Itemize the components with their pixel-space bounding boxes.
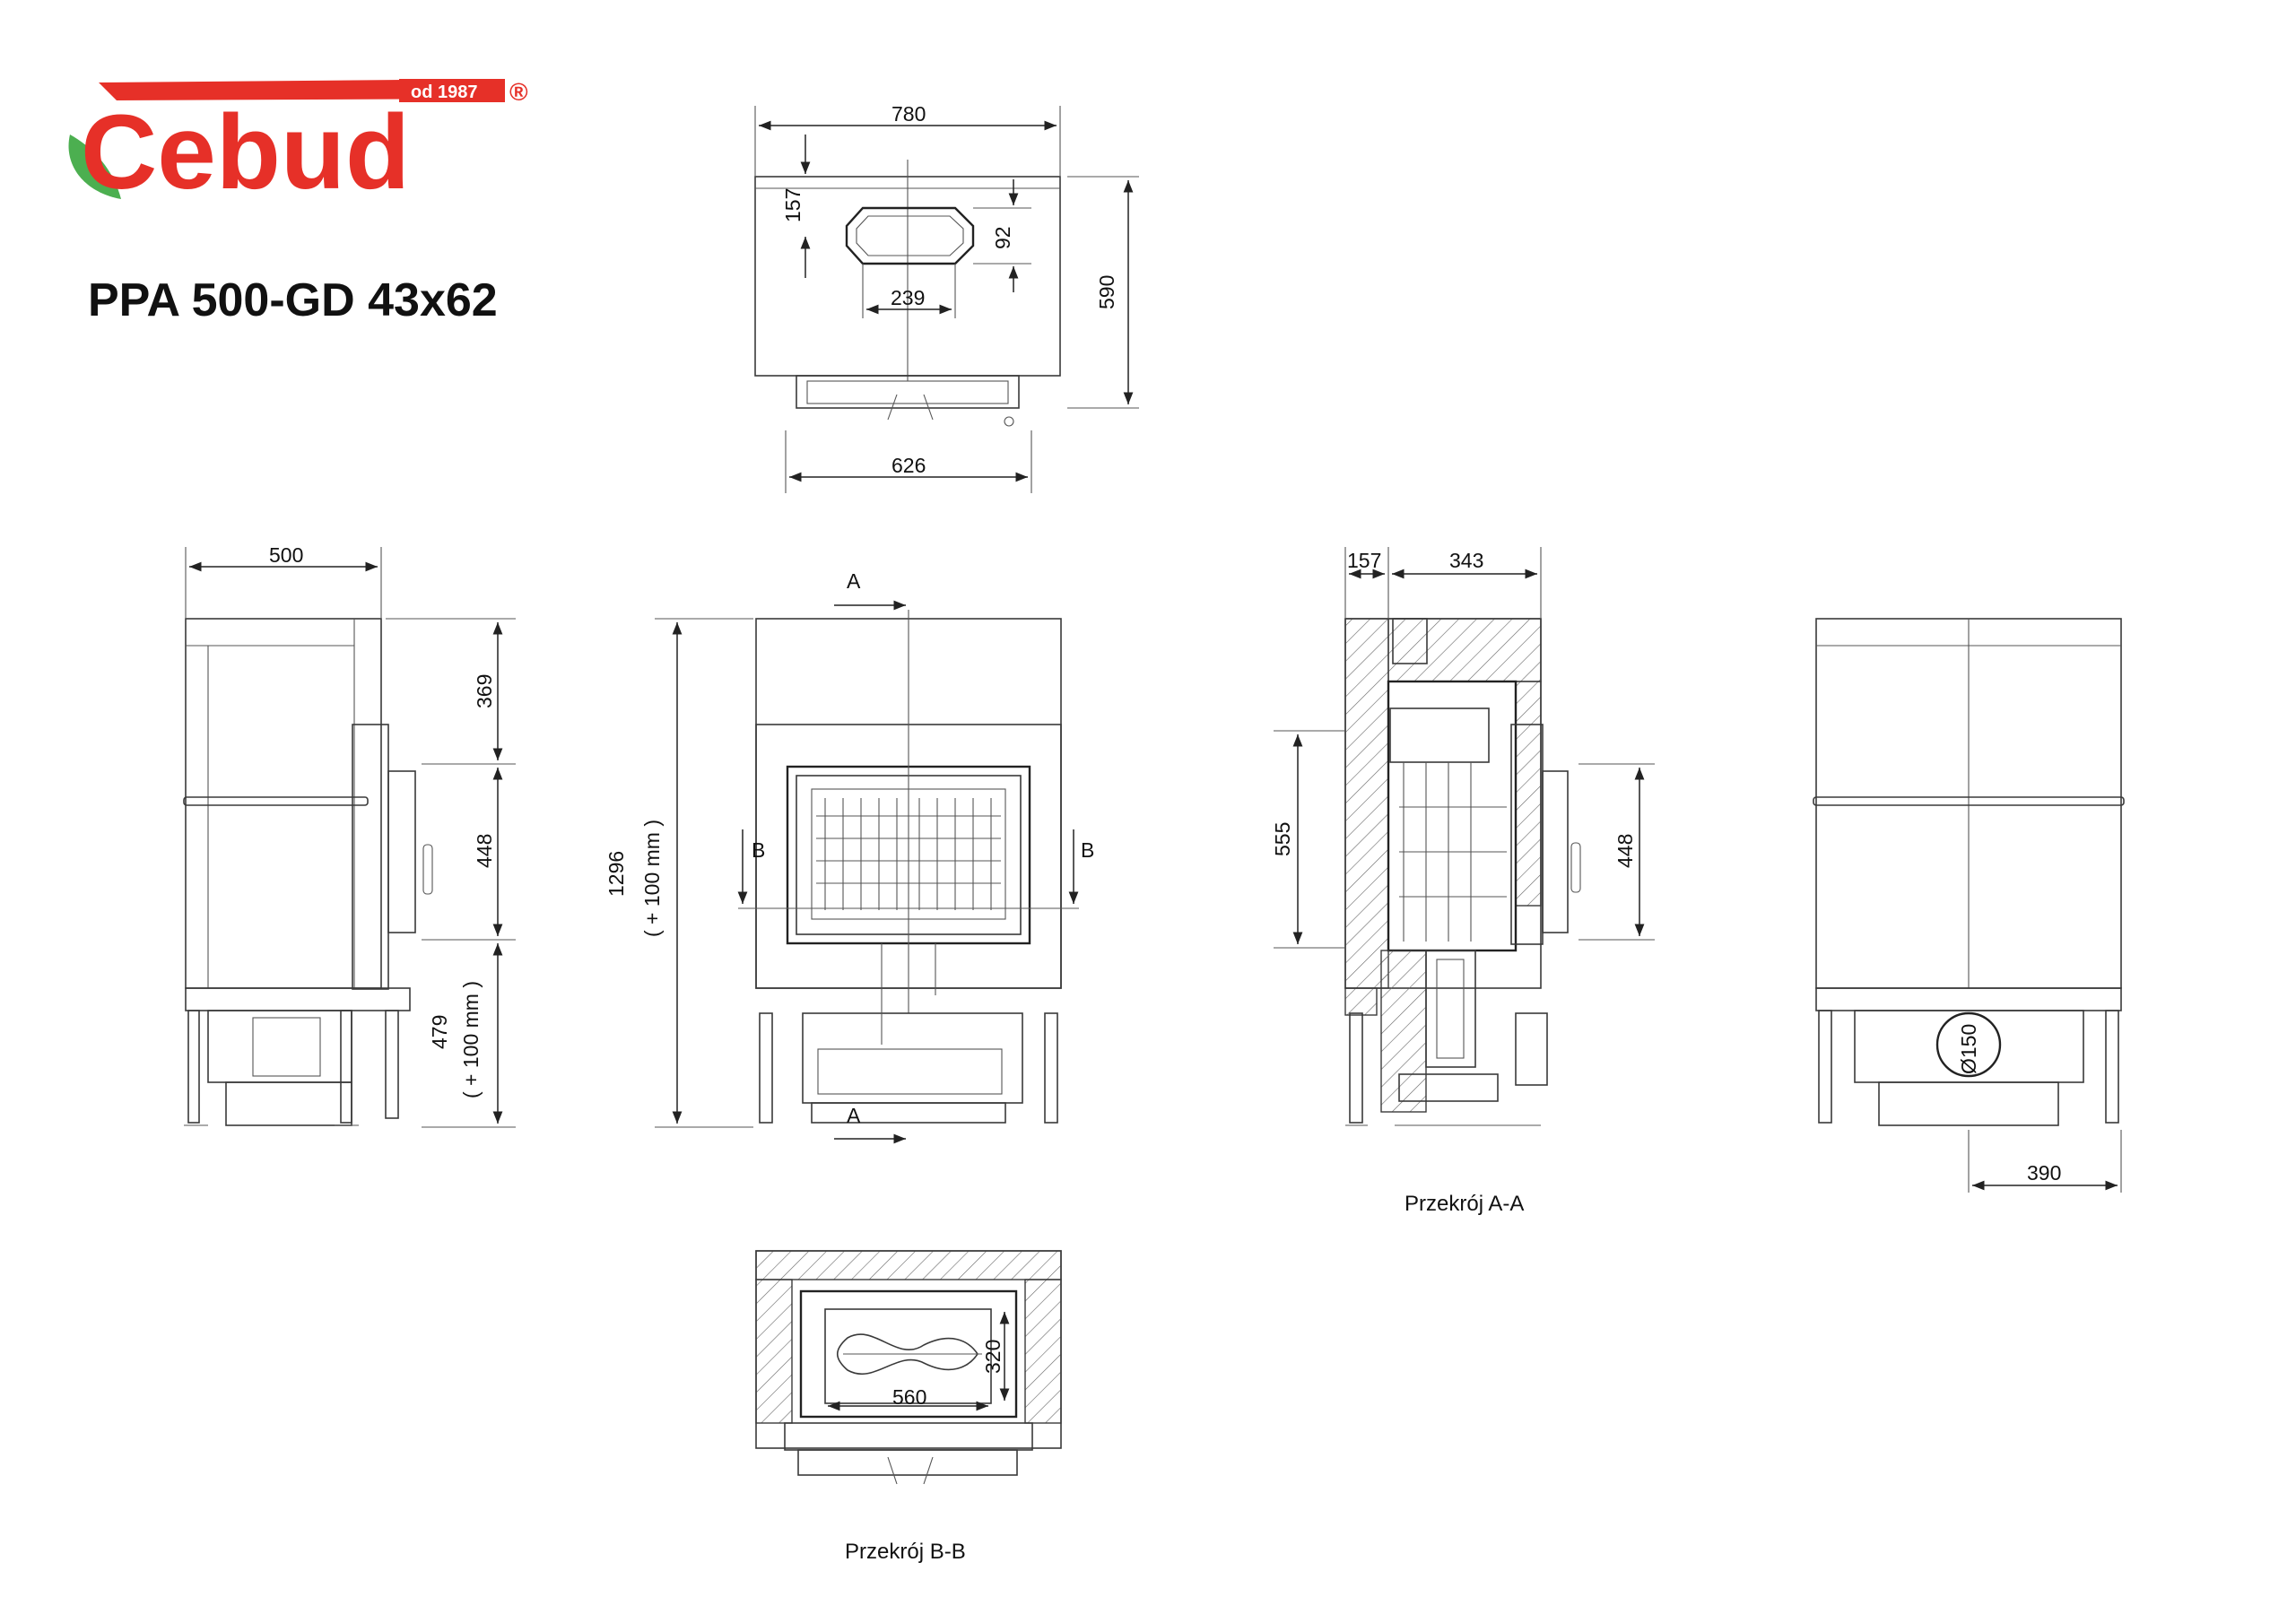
brand-logo: od 1987 ® Cebud <box>68 78 528 212</box>
dim-top-base: 626 <box>891 454 926 477</box>
dim-top-width: 780 <box>891 102 926 126</box>
since-badge <box>399 79 505 102</box>
dim-top-outlet-offset: 157 <box>781 188 804 222</box>
rear-view: Ø150 390 <box>1813 618 2125 1193</box>
section-mark-b-right: B <box>1081 838 1094 862</box>
dim-side-door: 448 <box>473 834 496 868</box>
dim-section-height: 555 <box>1271 822 1294 856</box>
leaf-icon <box>68 135 121 199</box>
section-mark-b-left: B <box>752 838 765 862</box>
dim-side-upper: 369 <box>473 674 496 708</box>
dim-front-height-note: ( + 100 mm ) <box>640 820 664 937</box>
section-mark-a-top: A <box>847 569 861 593</box>
dim-side-width: 500 <box>269 543 303 567</box>
dim-rear-flue: Ø150 <box>1957 1024 1980 1074</box>
dim-side-lower: 479 <box>428 1015 451 1049</box>
section-mark-a-bottom: A <box>847 1104 861 1127</box>
caption-section-aa: Przekrój A-A <box>1405 1192 1524 1216</box>
top-view: 780 590 626 157 92 239 <box>754 102 1139 493</box>
dim-section-door: 448 <box>1613 834 1637 868</box>
dim-top-depth: 590 <box>1095 275 1118 309</box>
dim-bb-width: 560 <box>892 1385 926 1409</box>
dim-rear-width: 390 <box>2027 1161 2061 1185</box>
brand-name: Cebud <box>81 93 410 212</box>
dim-section-depth: 343 <box>1449 549 1483 572</box>
section-aa-view: 157 343 555 448 Przekrój A-A <box>1271 547 1655 1216</box>
dim-top-outlet-height: 92 <box>991 226 1014 249</box>
registered-mark: ® <box>509 78 528 106</box>
dim-bb-depth: 320 <box>981 1340 1004 1374</box>
front-view: A A B B 1296 ( + 100 mm ) <box>604 569 1094 1144</box>
caption-section-bb: Przekrój B-B <box>845 1540 966 1564</box>
section-bb-view: 560 320 Przekrój B-B <box>755 1250 1062 1564</box>
side-view: 500 369 448 479 ( + 100 mm ) <box>183 543 516 1128</box>
dim-front-height: 1296 <box>604 851 628 897</box>
dim-section-offset: 157 <box>1347 549 1381 572</box>
dim-side-lower-note: ( + 100 mm ) <box>459 981 483 1098</box>
product-title: PPA 500-GD 43x62 <box>88 274 498 326</box>
since-text: od 1987 <box>411 82 477 102</box>
dim-top-outlet-width: 239 <box>891 286 925 309</box>
